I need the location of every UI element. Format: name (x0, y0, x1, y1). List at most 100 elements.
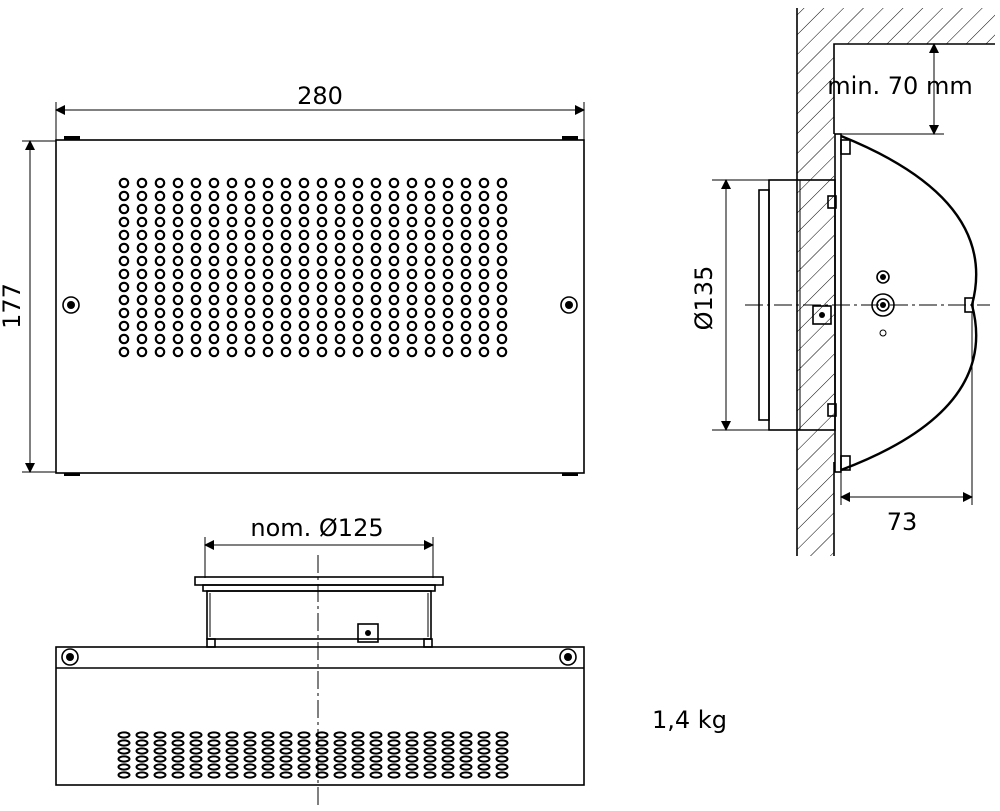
perforation-hole (262, 333, 274, 345)
perforation-hole (298, 203, 310, 215)
perforation-hole (442, 203, 454, 215)
perforation-hole (280, 216, 292, 228)
perforation-hole (135, 747, 149, 755)
perforation-hole (136, 294, 148, 306)
perforation-hole (280, 320, 292, 332)
perforation-hole (459, 739, 473, 747)
perforation-hole (388, 294, 400, 306)
perforation-hole (460, 255, 472, 267)
perforation-hole (441, 739, 455, 747)
perforation-hole (261, 731, 275, 739)
perforation-hole (261, 755, 275, 763)
perforation-hole (351, 731, 365, 739)
perforation-hole (118, 216, 130, 228)
perforation-hole (280, 294, 292, 306)
perforation-hole (334, 203, 346, 215)
perforation-hole (442, 281, 454, 293)
perforation-hole (136, 320, 148, 332)
perforation-hole (352, 294, 364, 306)
perforation-hole (171, 731, 185, 739)
perforation-hole (117, 755, 131, 763)
perforation-hole (136, 281, 148, 293)
perforation-hole (478, 242, 490, 254)
perforation-hole (423, 771, 437, 779)
front-screw-left (62, 296, 80, 314)
perforation-hole (460, 333, 472, 345)
perforation-hole (352, 281, 364, 293)
perforation-hole (334, 242, 346, 254)
perforation-hole (280, 281, 292, 293)
perforation-hole (117, 771, 131, 779)
perforation-hole (387, 731, 401, 739)
perforation-hole (496, 320, 508, 332)
bottom-screw-left (61, 648, 79, 666)
perforation-hole (352, 346, 364, 358)
dome-cover (840, 134, 978, 472)
perforation-hole (460, 242, 472, 254)
perforation-hole (388, 190, 400, 202)
perforation-hole (297, 771, 311, 779)
perforation-hole (190, 268, 202, 280)
perforation-hole (424, 281, 436, 293)
perforation-hole (262, 203, 274, 215)
perforation-hole (261, 763, 275, 771)
perforation-hole (154, 242, 166, 254)
perforation-hole (118, 177, 130, 189)
perforation-hole (118, 294, 130, 306)
perforation-hole (460, 229, 472, 241)
perforation-hole (316, 177, 328, 189)
perforation-hole (261, 747, 275, 755)
perforation-hole (261, 771, 275, 779)
perforation-hole (351, 755, 365, 763)
wall-section (797, 8, 995, 556)
perforation-hole (370, 255, 382, 267)
front-width-label: 280 (297, 82, 343, 110)
perforation-hole (334, 320, 346, 332)
perforation-hole (370, 177, 382, 189)
perforation-hole (208, 203, 220, 215)
perforation-hole (118, 346, 130, 358)
perforation-hole (442, 255, 454, 267)
perforation-hole (405, 755, 419, 763)
perforation-hole (478, 268, 490, 280)
perforation-hole (190, 203, 202, 215)
perforation-hole (406, 307, 418, 319)
perforation-hole (496, 242, 508, 254)
perforation-hole (424, 255, 436, 267)
perforation-hole (154, 177, 166, 189)
perforation-hole (370, 333, 382, 345)
perforation-hole (496, 203, 508, 215)
perforation-hole (136, 346, 148, 358)
perforation-hole (387, 755, 401, 763)
perforation-hole (171, 755, 185, 763)
perforation-hole (334, 255, 346, 267)
perforation-hole (370, 216, 382, 228)
perforation-hole (279, 755, 293, 763)
perforation-hole (297, 755, 311, 763)
perforation-hole (424, 242, 436, 254)
perforation-hole (190, 281, 202, 293)
perforation-hole (172, 255, 184, 267)
perforation-hole (352, 268, 364, 280)
perforation-hole (172, 307, 184, 319)
side-center-fixing (871, 270, 895, 337)
perforation-hole (424, 294, 436, 306)
perforation-hole (423, 731, 437, 739)
perforation-hole (334, 294, 346, 306)
perforation-hole (207, 739, 221, 747)
perforation-hole (333, 763, 347, 771)
perforation-hole (118, 203, 130, 215)
perforation-hole (442, 346, 454, 358)
perforation-hole (298, 307, 310, 319)
perforation-hole (118, 229, 130, 241)
depth-label: 73 (887, 508, 918, 536)
perforation-hole (478, 203, 490, 215)
perforation-hole (406, 268, 418, 280)
perforation-hole (352, 320, 364, 332)
perforation-hole (442, 268, 454, 280)
perforation-hole (477, 739, 491, 747)
perforation-hole (225, 771, 239, 779)
perforation-hole (208, 281, 220, 293)
perforation-hole (298, 255, 310, 267)
perforation-hole (442, 320, 454, 332)
